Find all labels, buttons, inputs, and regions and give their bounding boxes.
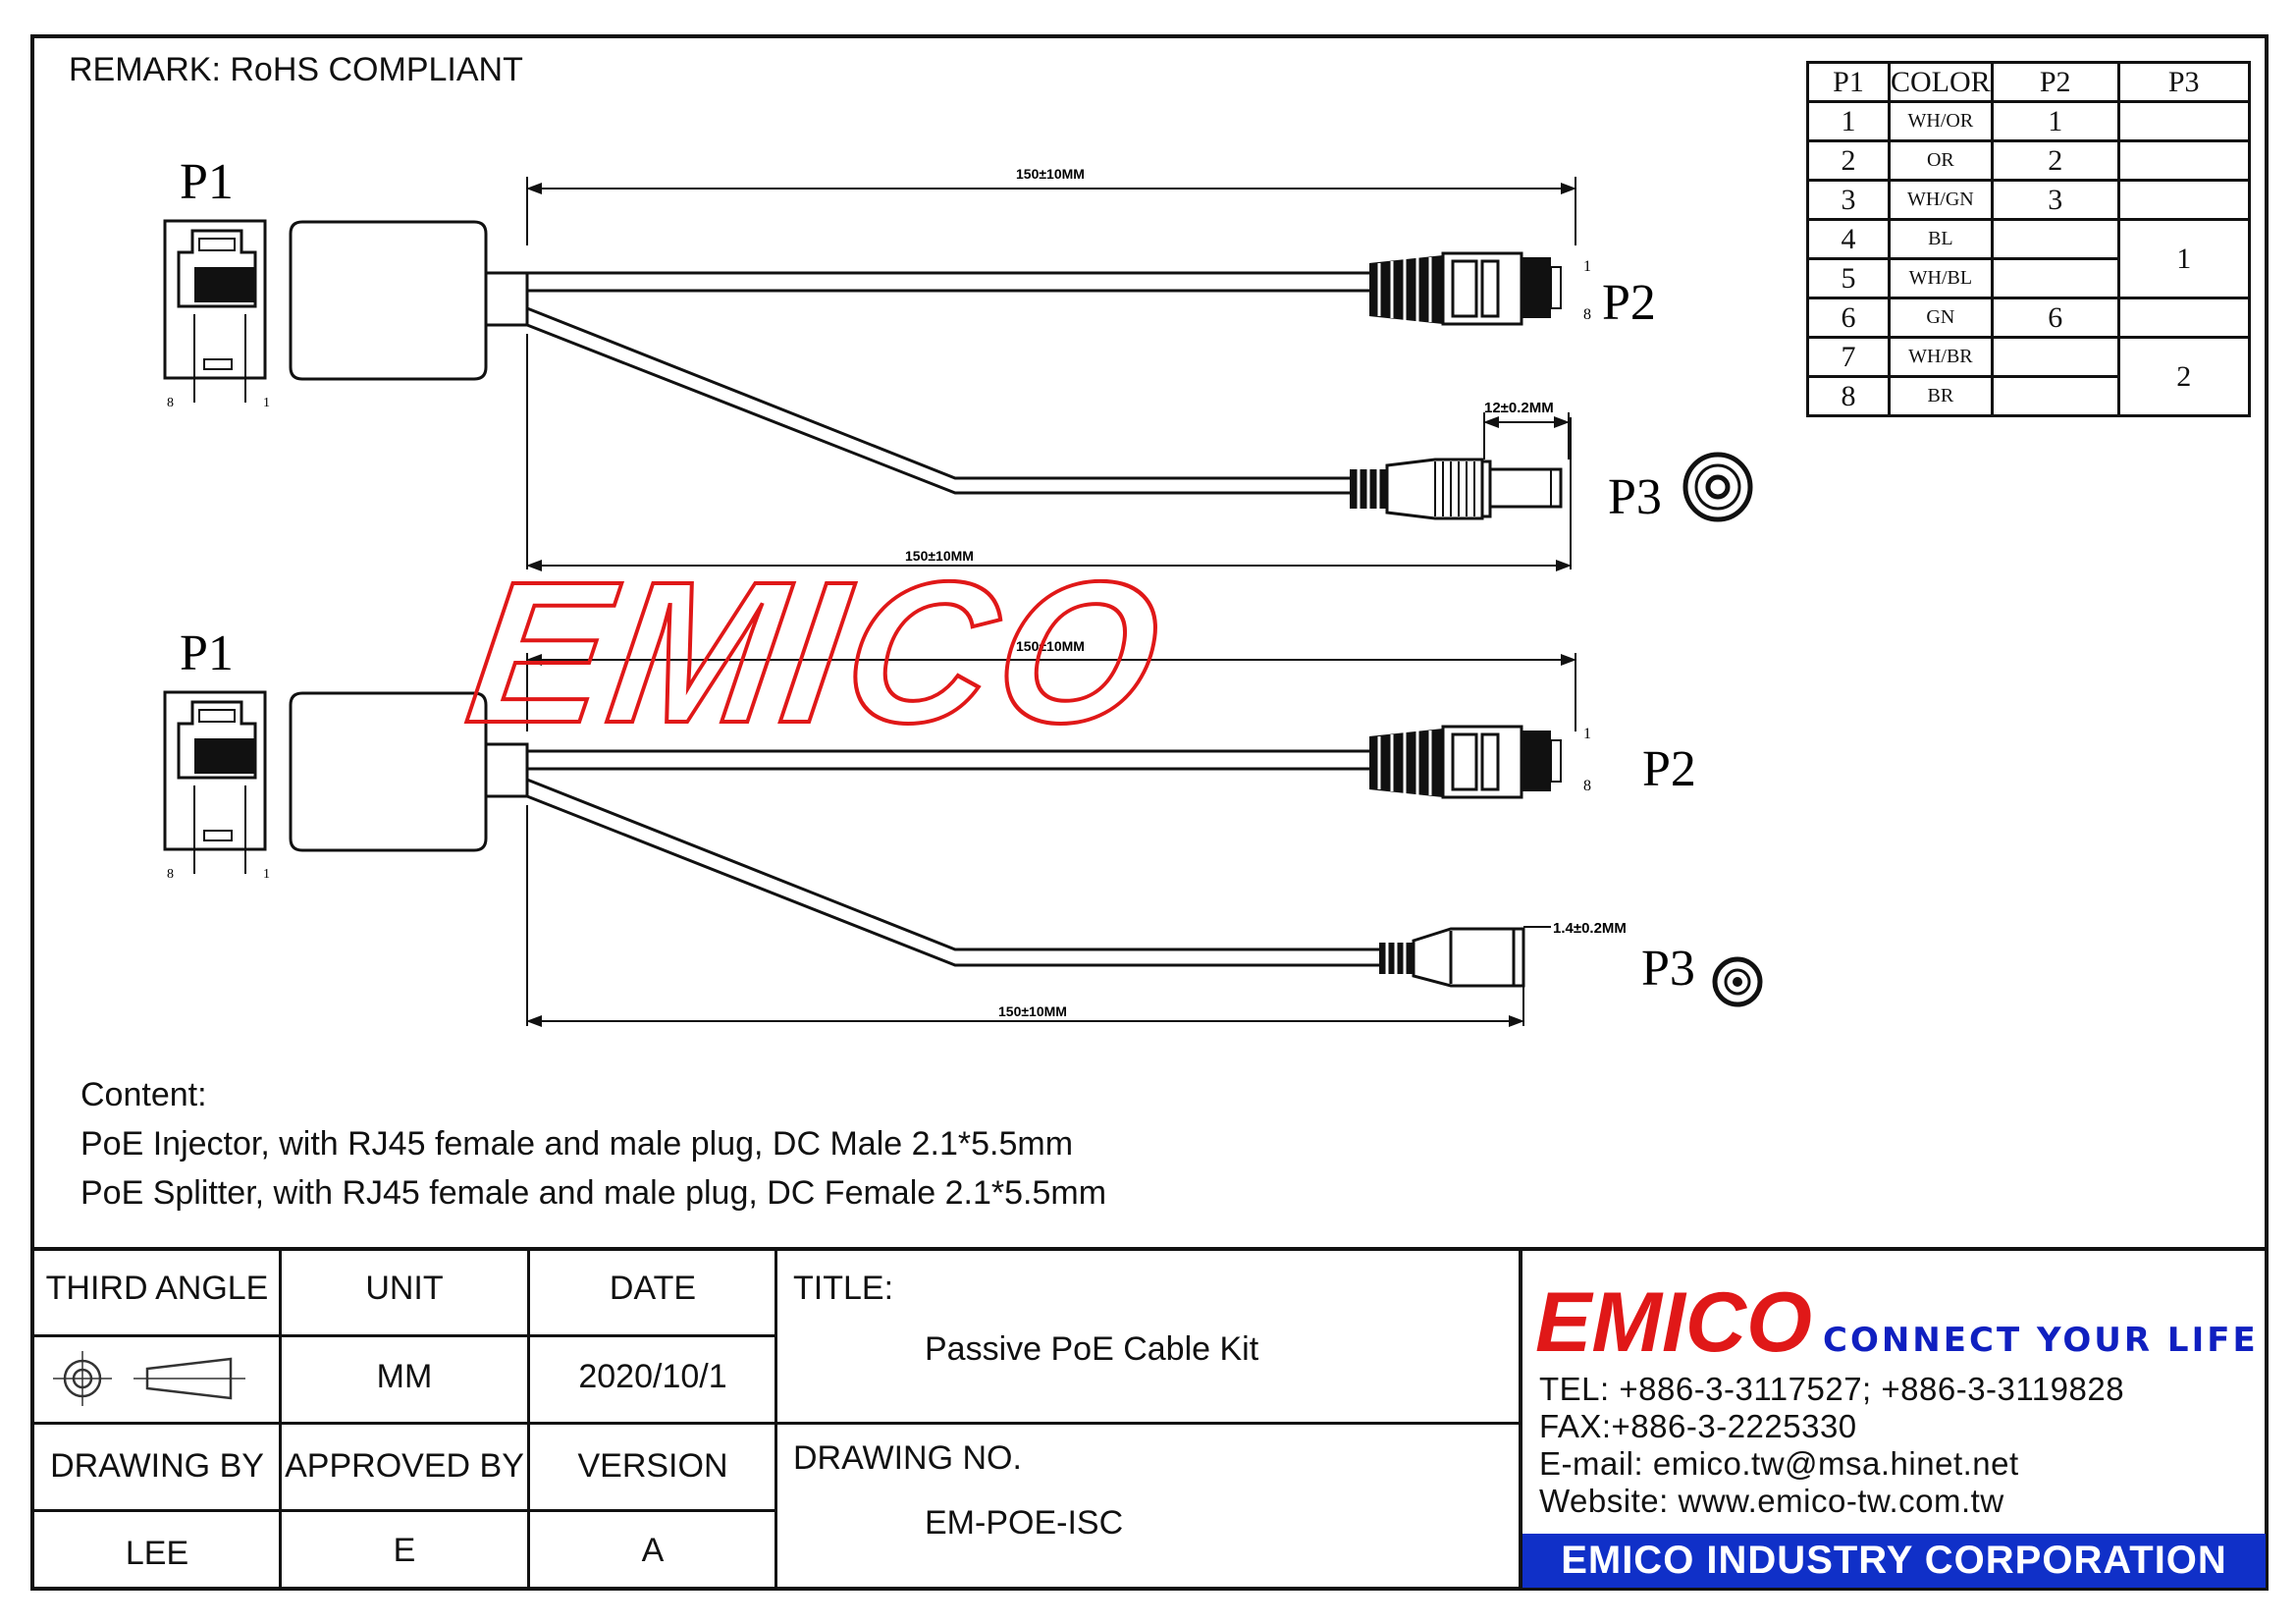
svg-text:8: 8 <box>1583 778 1591 794</box>
table-row: 1 WH/OR 1 <box>1806 100 2251 142</box>
dim-injector-p2: 150±10MM <box>1016 166 1085 182</box>
drawing-no-label: DRAWING NO. <box>793 1439 1022 1477</box>
svg-text:1: 1 <box>263 867 270 882</box>
pin-table-header: COLOR <box>1888 61 1994 103</box>
dim-dc-male: 12±0.2MM <box>1484 400 1554 416</box>
rj45-female-jack-top: 8 1 <box>163 219 270 410</box>
table-row: 7 WH/BR 2 <box>1806 336 2251 417</box>
third-angle-label: THIRD ANGLE <box>45 1270 269 1307</box>
splitter-assembly: P1 8 1 1 8 P2 <box>163 625 1763 1027</box>
table-row: 5 WH/BL <box>1806 257 2250 299</box>
unit-value: MM <box>376 1358 433 1395</box>
svg-text:1: 1 <box>1583 258 1591 275</box>
injector-assembly: P1 8 1 1 8 P2 <box>163 154 1753 571</box>
table-row: 6 GN 6 <box>1806 297 2251 339</box>
approved-by-label: APPROVED BY <box>285 1447 524 1485</box>
svg-text:8: 8 <box>1583 306 1591 323</box>
p1-label-bottom: P1 <box>180 625 234 681</box>
p2-label-top: P2 <box>1602 275 1656 331</box>
cable-drawing: P1 8 1 1 8 P2 <box>163 154 1763 1027</box>
dc-female-jack <box>1379 927 1525 988</box>
content-line-injector: PoE Injector, with RJ45 female and male … <box>80 1125 1074 1163</box>
svg-text:EMICO: EMICO <box>1535 1276 1812 1365</box>
dim-injector-p3: 150±10MM <box>905 548 974 564</box>
version-label: VERSION <box>577 1447 728 1485</box>
dim-dc-female: 1.4±0.2MM <box>1553 920 1627 937</box>
third-angle-projection-icon <box>53 1351 245 1406</box>
dc-male-end-view <box>1682 452 1753 522</box>
drawing-no-value: EM-POE-ISC <box>925 1504 1124 1542</box>
drawing-by-label: DRAWING BY <box>50 1447 264 1485</box>
table-row: 8 BR <box>1806 375 2250 417</box>
drawing-by-value: LEE <box>125 1535 189 1572</box>
company-fax: FAX:+886-3-2225330 <box>1539 1408 1857 1444</box>
rj45-male-plug-top: 1 8 <box>1369 251 1591 326</box>
pin-table-header: P2 <box>1990 61 2120 103</box>
svg-text:8: 8 <box>167 867 174 882</box>
rj45-male-plug-bottom: 1 8 <box>1369 725 1591 799</box>
title-value: Passive PoE Cable Kit <box>925 1330 1259 1368</box>
dim-splitter-p2: 150±10MM <box>1016 638 1085 654</box>
p3-label-top: P3 <box>1608 469 1662 525</box>
svg-text:1: 1 <box>1583 726 1591 742</box>
company-tel: TEL: +886-3-3117527; +886-3-3119828 <box>1539 1371 2125 1407</box>
pin-mapping-table: P1 COLOR P2 P3 1 WH/OR 1 2 OR 2 3 WH/GN … <box>1806 61 2251 417</box>
date-label: DATE <box>609 1270 697 1307</box>
rj45-female-jack-bottom: 8 1 <box>163 690 270 882</box>
table-row: 4 BL 1 <box>1806 218 2251 299</box>
date-value: 2020/10/1 <box>578 1358 727 1395</box>
drawing-frame <box>30 34 2269 1591</box>
content-description: Content: PoE Injector, with RJ45 female … <box>80 1070 1106 1218</box>
svg-text:8: 8 <box>167 396 174 410</box>
dc-female-end-view <box>1712 956 1763 1007</box>
emico-watermark: EMICO <box>457 540 1178 765</box>
company-slogan: CONNECT YOUR LIFE <box>1823 1321 2259 1360</box>
pin-table-header: P1 <box>1806 61 1891 103</box>
company-name-banner: EMICO INDUSTRY CORPORATION <box>1522 1534 2266 1588</box>
p2-label-bottom: P2 <box>1642 741 1696 797</box>
dc-male-plug <box>1350 458 1563 520</box>
p1-label-top: P1 <box>180 154 234 210</box>
table-row: 2 OR 2 <box>1806 139 2251 182</box>
version-value: A <box>641 1532 665 1569</box>
emico-logo: EMICO <box>1535 1276 1812 1365</box>
unit-label: UNIT <box>365 1270 444 1307</box>
svg-text:1: 1 <box>263 396 270 410</box>
company-website[interactable]: Website: www.emico-tw.com.tw <box>1539 1483 2004 1519</box>
remark-text: REMARK: RoHS COMPLIANT <box>69 51 523 88</box>
approved-by-value: E <box>393 1532 416 1569</box>
p3-label-bottom: P3 <box>1641 941 1695 997</box>
table-row: 3 WH/GN 3 <box>1806 179 2251 221</box>
content-heading: Content: <box>80 1076 207 1113</box>
title-label: TITLE: <box>793 1270 894 1307</box>
company-email[interactable]: E-mail: emico.tw@msa.hinet.net <box>1539 1445 2019 1482</box>
pin-table-header: P3 <box>2116 61 2251 103</box>
content-line-splitter: PoE Splitter, with RJ45 female and male … <box>80 1174 1107 1212</box>
dim-splitter-p3: 150±10MM <box>998 1003 1067 1019</box>
